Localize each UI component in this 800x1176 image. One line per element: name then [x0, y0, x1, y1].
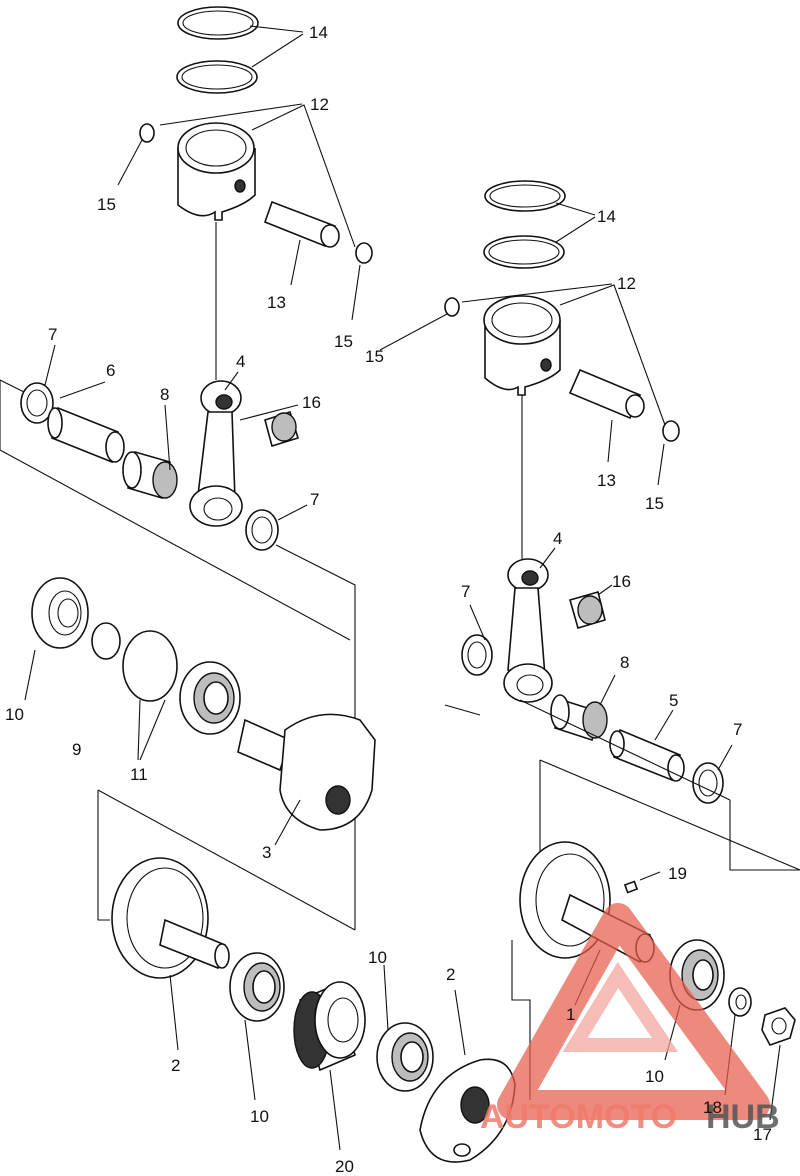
- label-13-left: 13: [267, 293, 286, 312]
- label-5: 5: [669, 691, 678, 710]
- label-14-left: 14: [309, 23, 328, 42]
- label-7-d: 7: [733, 720, 742, 739]
- automotohub-logo: [497, 903, 770, 1120]
- circlip-right-a: [444, 297, 460, 317]
- label-7-a: 7: [48, 325, 57, 344]
- watermark-text-colored: AUTOMOTO: [480, 1098, 677, 1136]
- connecting-rod-right: [503, 558, 553, 703]
- label-12-right: 12: [617, 274, 636, 293]
- crankpin-left: [47, 406, 125, 464]
- label-15-right-b: 15: [645, 494, 664, 513]
- label-11: 11: [130, 765, 148, 784]
- label-8-right: 8: [620, 653, 629, 672]
- crankpin-right: [609, 728, 685, 782]
- label-4-right: 4: [553, 529, 562, 548]
- label-8-left: 8: [160, 385, 169, 404]
- nut: [761, 1007, 796, 1046]
- thrust-washer-left-a: [20, 382, 54, 424]
- watermark-text-dark: HUB: [706, 1098, 780, 1136]
- label-15-left-a: 15: [97, 195, 116, 214]
- retaining-ring-a: [91, 622, 121, 660]
- label-7-c: 7: [461, 582, 470, 601]
- label-6: 6: [106, 361, 115, 380]
- label-9: 9: [72, 740, 81, 759]
- label-1: 1: [566, 1005, 575, 1024]
- piston-ring-right-lower: [483, 235, 565, 269]
- main-bearing-left-outer: [31, 577, 89, 649]
- circlip-left-b: [355, 242, 373, 264]
- main-bearing-left-inner: [179, 661, 241, 735]
- label-7-b: 7: [310, 490, 319, 509]
- connecting-rod-left: [189, 380, 243, 527]
- label-16-right: 16: [612, 572, 631, 591]
- label-16-left: 16: [302, 393, 321, 412]
- piston-right: [483, 295, 561, 396]
- label-14-right: 14: [597, 207, 616, 226]
- label-15-right-a: 15: [365, 347, 384, 366]
- piston-ring-right-upper: [484, 180, 566, 212]
- main-bearing-bottom-left: [229, 952, 285, 1022]
- circlip-left-a: [139, 123, 155, 143]
- seal-assembly: [293, 981, 366, 1072]
- label-4-left: 4: [236, 352, 245, 371]
- piston-pin-left: [263, 200, 340, 248]
- label-20: 20: [335, 1157, 354, 1176]
- label-18: 18: [703, 1098, 722, 1117]
- label-19: 19: [668, 864, 687, 883]
- piston-ring-left-upper: [177, 6, 259, 40]
- crank-half-left: [237, 713, 376, 831]
- circlip-right-b: [662, 420, 680, 442]
- needle-bearing-left: [122, 450, 178, 500]
- label-10-d: 10: [645, 1067, 664, 1086]
- piston-pin-right: [568, 368, 645, 420]
- woodruff-key: [623, 880, 639, 894]
- label-12-left: 12: [310, 95, 329, 114]
- label-2-left: 2: [171, 1056, 180, 1075]
- needle-bearing-right: [550, 694, 608, 742]
- retaining-ring-b: [122, 630, 178, 702]
- label-10-b: 10: [250, 1107, 269, 1126]
- flywheel-left: [111, 857, 230, 979]
- label-3: 3: [262, 843, 271, 862]
- thrust-washer-right-a: [461, 634, 493, 676]
- small-end-bearing-left: [264, 410, 299, 448]
- small-end-bearing-right: [569, 591, 606, 629]
- piston-ring-left-lower: [176, 60, 258, 94]
- label-13-right: 13: [597, 471, 616, 490]
- label-15-left-b: 15: [334, 332, 353, 351]
- label-10-c: 10: [368, 948, 387, 967]
- label-2-right: 2: [446, 965, 455, 984]
- piston-left: [177, 122, 256, 221]
- label-10-a: 10: [5, 705, 24, 724]
- main-bearing-bottom-right: [376, 1022, 434, 1092]
- label-17: 17: [753, 1125, 772, 1144]
- washer: [728, 987, 752, 1017]
- thrust-washer-left-b: [245, 509, 279, 551]
